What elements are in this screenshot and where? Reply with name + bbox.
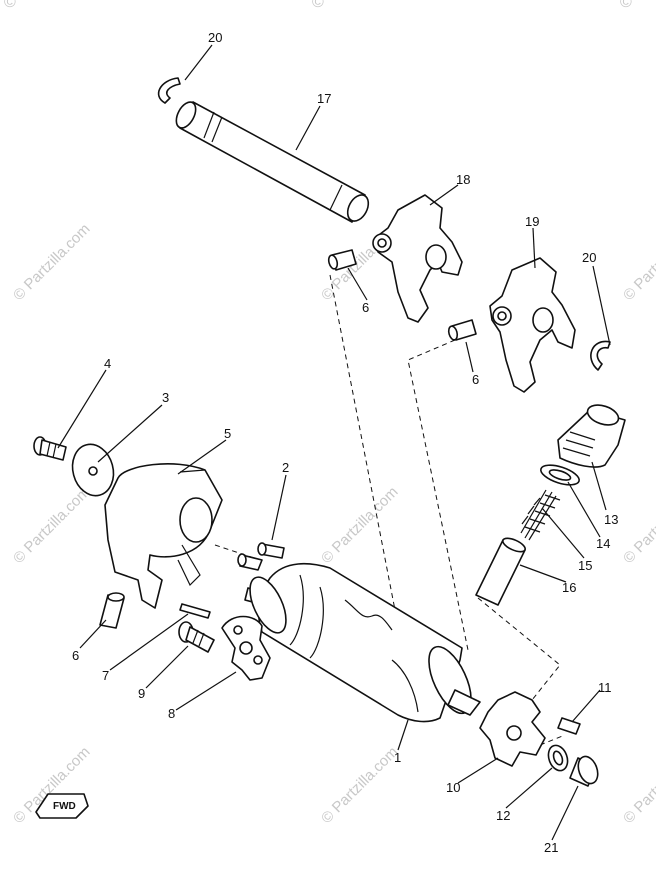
screw-4: [33, 436, 67, 461]
pin-11: [557, 717, 581, 735]
callout-label: 11: [598, 680, 612, 695]
watermark-fragment: ©: [4, 0, 16, 11]
forward-arrow: FWD: [35, 793, 89, 819]
shift-fork-19: [489, 257, 576, 393]
callout-label: 6: [472, 372, 479, 387]
circlip-top: [157, 77, 181, 104]
callout-label: 13: [604, 512, 618, 527]
callout-label: 17: [317, 91, 331, 106]
plug-13: [557, 404, 626, 468]
callout-label: 10: [446, 780, 460, 795]
bearing-housing-5: [104, 463, 223, 609]
dowel-pin-lower: [99, 592, 125, 629]
callout-label: 15: [578, 558, 592, 573]
screw-9: [178, 621, 215, 653]
plunger-16: [475, 537, 526, 606]
circlip-right: [590, 340, 611, 371]
callout-label: 14: [596, 536, 610, 551]
callout-label: 2: [282, 460, 289, 475]
watermark-fragment: ©: [312, 0, 324, 11]
shift-fork-18: [372, 194, 463, 323]
dowel-pin-upper: [327, 249, 357, 271]
callout-label: 9: [138, 686, 145, 701]
callout-label: 6: [72, 648, 79, 663]
callout-label: 6: [362, 300, 369, 315]
callout-label: 4: [104, 356, 111, 371]
callout-label: 5: [224, 426, 231, 441]
callout-label: 18: [456, 172, 470, 187]
fwd-label: FWD: [53, 801, 76, 812]
callout-label: 21: [544, 840, 558, 855]
leader-lines: [57, 44, 611, 841]
shift-drum: [249, 562, 481, 723]
washer-12: [547, 744, 569, 772]
spring-15: [520, 489, 561, 541]
callout-label: 12: [496, 808, 510, 823]
callout-label: 19: [525, 214, 539, 229]
gasket-14: [540, 464, 580, 486]
callout-label: 8: [168, 706, 175, 721]
callout-labels: 20 17 18 19 20 6 6 4 3 5 2 13 14 15 16 6…: [72, 30, 618, 855]
watermark-fragment: ©: [620, 0, 632, 11]
callout-label: 20: [208, 30, 222, 45]
dowel-pin-middle: [447, 319, 477, 341]
callout-label: 3: [162, 390, 169, 405]
callout-label: 1: [394, 750, 401, 765]
segment-plate-8: [221, 615, 271, 681]
callout-label: 16: [562, 580, 576, 595]
callout-label: 20: [582, 250, 596, 265]
pin-7: [179, 603, 211, 619]
star-plate-10: [479, 691, 546, 767]
callout-label: 7: [102, 668, 109, 683]
bearing-21: [569, 755, 599, 787]
shift-fork-shaft: [175, 101, 370, 223]
